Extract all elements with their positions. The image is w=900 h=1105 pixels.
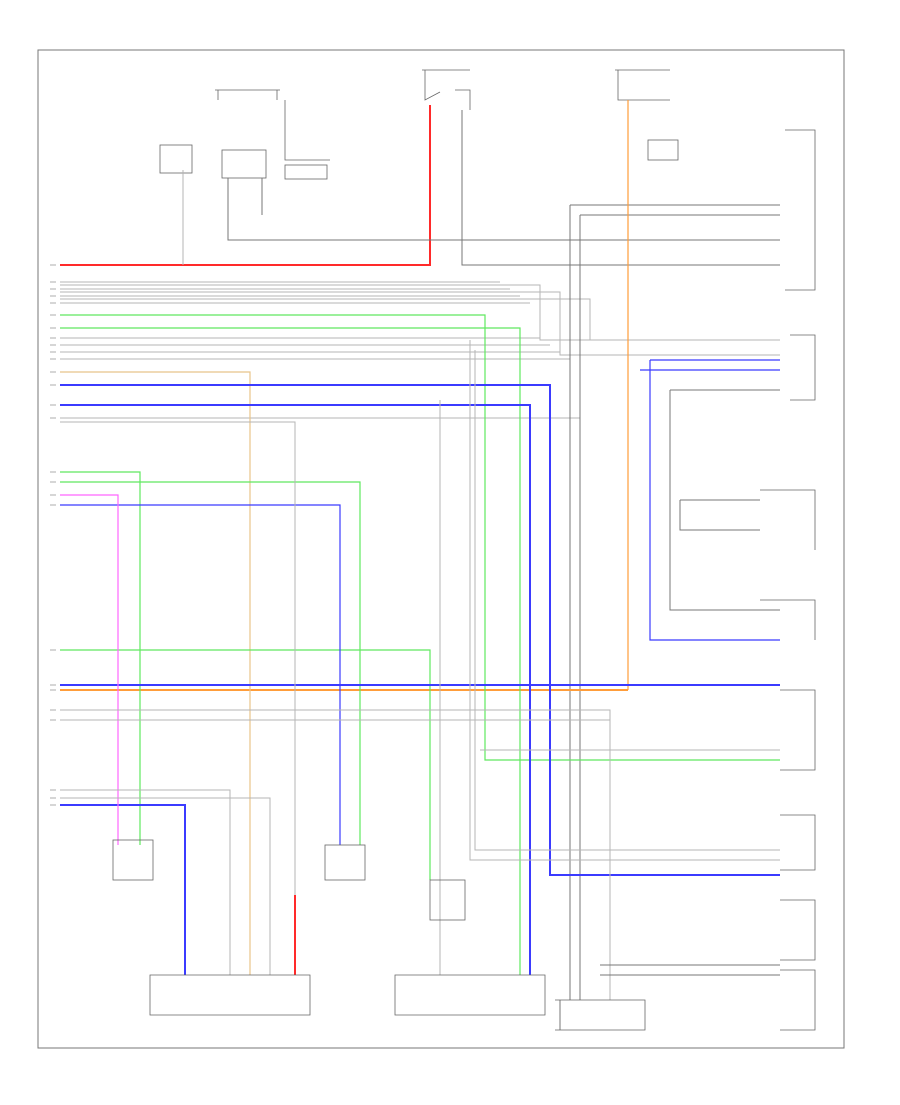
wire-green <box>60 471 141 845</box>
component-box <box>284 164 328 180</box>
center-actuator-box <box>324 844 366 881</box>
wire-gray-run <box>60 298 591 340</box>
right-connector-box <box>780 969 816 1031</box>
wires <box>60 100 780 1030</box>
component-bracket <box>215 89 280 100</box>
wire-gray <box>60 709 611 1000</box>
wire-tan <box>60 371 251 975</box>
right-connector-box <box>760 489 816 550</box>
wire-green <box>60 481 361 845</box>
wire-pink <box>60 494 119 845</box>
wire-gray-run <box>60 284 780 341</box>
wire-blue <box>60 404 531 975</box>
right-module-box <box>555 999 646 1031</box>
switch-symbol <box>422 69 471 110</box>
component-box <box>221 149 267 179</box>
right-connector-box <box>790 334 816 401</box>
left-module-box <box>149 974 311 1016</box>
wire-blue <box>60 384 780 876</box>
wire-gray <box>469 340 780 861</box>
component-box <box>159 144 193 174</box>
wire-green <box>60 327 521 975</box>
left-actuator-box <box>112 839 154 881</box>
wire-red <box>60 105 431 266</box>
wire-blue <box>60 504 341 845</box>
right-connector-box <box>780 814 816 871</box>
component-bracket <box>615 69 670 101</box>
right-connector-box <box>785 129 816 291</box>
wire-gray <box>474 350 780 851</box>
left-margin-markers <box>50 264 56 806</box>
right-connector-box <box>780 689 816 771</box>
diagram-border <box>37 49 845 1049</box>
wire-green <box>60 314 780 761</box>
right-connector-box <box>760 599 816 640</box>
right-connector-box <box>780 899 816 961</box>
wire-gray <box>60 797 271 975</box>
center-module-box <box>394 974 546 1016</box>
wire-gray-run <box>60 291 780 356</box>
wire-dark <box>461 110 780 266</box>
center-sensor-box <box>429 879 466 921</box>
wire-dark <box>227 178 780 241</box>
wire-blue <box>60 804 186 975</box>
bottom-modules <box>112 839 646 1031</box>
component-bracket <box>284 100 330 161</box>
wire-gray <box>60 789 231 975</box>
wire-green <box>60 649 431 880</box>
wire-blue <box>649 360 780 641</box>
component-box <box>647 139 679 161</box>
wire-dark <box>679 499 760 531</box>
wire-gray <box>60 421 296 895</box>
wire-dark <box>669 389 780 611</box>
top-components <box>159 69 816 1031</box>
